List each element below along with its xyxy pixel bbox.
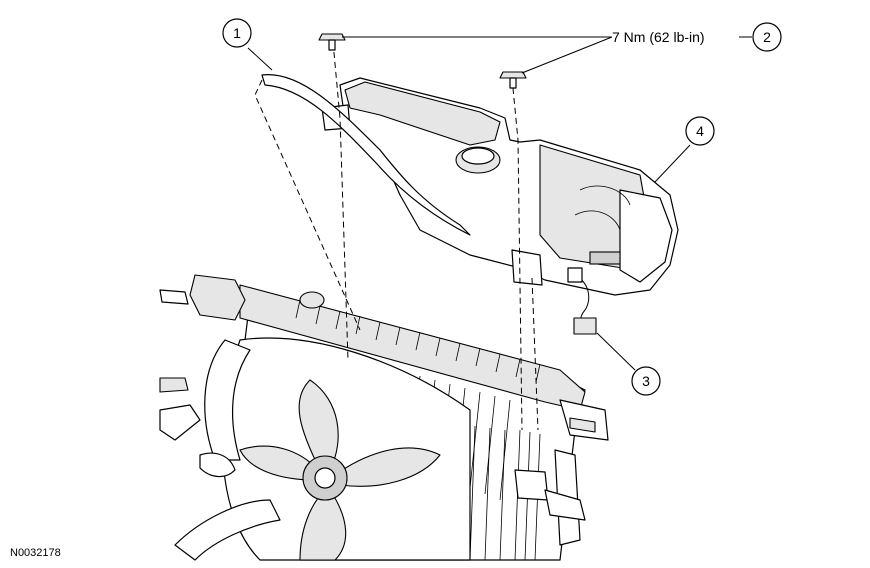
torque-leader-lines xyxy=(342,36,613,74)
level-sensor xyxy=(567,267,597,335)
lower-radiator-hose xyxy=(174,499,281,561)
callout-2-number: 2 xyxy=(763,29,771,45)
bolt-2 xyxy=(499,71,527,89)
bolt-1 xyxy=(318,33,346,51)
coolant-reservoir xyxy=(261,74,679,296)
fan-blades xyxy=(239,379,441,561)
radiator-fan-assembly xyxy=(159,274,609,561)
reservoir-label-plate xyxy=(589,251,621,265)
leader-line-3 xyxy=(596,332,636,371)
right-brackets xyxy=(514,399,609,546)
leader-line-4 xyxy=(654,144,691,183)
callout-1: 1 xyxy=(222,18,252,48)
torque-spec-label: 7 Nm (62 lb-in) xyxy=(612,29,705,45)
callout-2: 2 xyxy=(752,22,782,52)
callout-3-number: 3 xyxy=(642,373,650,389)
callout-3: 3 xyxy=(631,366,661,396)
callout-4: 4 xyxy=(685,116,715,146)
callout-4-number: 4 xyxy=(696,123,704,139)
radiator-filler-neck xyxy=(299,291,325,309)
callout-1-number: 1 xyxy=(233,25,241,41)
reservoir-mount-tab-right xyxy=(511,249,543,286)
top-tank-ribs xyxy=(295,299,541,383)
overflow-hose xyxy=(261,74,471,236)
assembly-lines xyxy=(254,41,539,431)
left-connectors xyxy=(159,274,246,478)
figure-id: N0032178 xyxy=(10,547,61,559)
leader-line-1 xyxy=(247,47,273,71)
pressure-cap xyxy=(455,146,501,174)
